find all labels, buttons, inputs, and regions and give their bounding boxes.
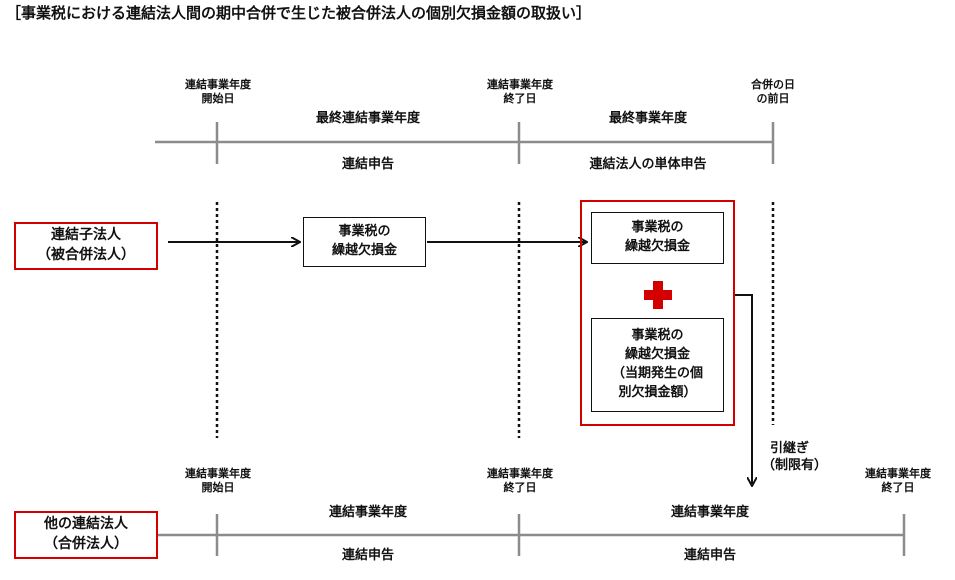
arrow-transfer	[735, 294, 752, 485]
bottom-period2-label: 連結事業年度	[670, 505, 749, 520]
final-carryover-line2: 繰越欠損金	[624, 239, 690, 254]
current-loss-line2: 繰越欠損金	[624, 347, 690, 363]
top-end-label-line2: 終了日	[503, 92, 537, 106]
current-loss-box: 事業税の 繰越欠損金 （当期発生の個 別欠損金額）	[591, 318, 724, 412]
bottom-end1-label-line1: 連結事業年度	[487, 467, 553, 480]
combined-loss-frame	[580, 200, 735, 426]
subsidiary-entity: 連結子法人 （被合併法人）	[14, 222, 158, 270]
other-entity-name: 他の連結法人	[44, 516, 128, 533]
bottom-period1-filing: 連結申告	[341, 548, 394, 563]
other-entity-role: （合併法人）	[44, 536, 128, 552]
top-end-label: 連結事業年度 終了日	[472, 78, 568, 107]
bottom-end1-label: 連結事業年度 終了日	[472, 467, 568, 496]
subsidiary-role: （被合併法人）	[37, 247, 135, 263]
plus-icon	[644, 281, 672, 309]
bottom-end2-label: 連結事業年度 終了日	[850, 467, 946, 496]
transfer-label-line2: （制限有）	[762, 457, 828, 473]
top-merger-label-line1: 合併の日	[751, 78, 795, 91]
top-start-label-line1: 連結事業年度	[185, 78, 251, 91]
transfer-label: 引継ぎ （制限有）	[762, 441, 842, 475]
carryover-box-line2: 繰越欠損金	[331, 243, 397, 258]
transfer-label-line1: 引継ぎ	[770, 441, 810, 456]
bottom-period1-label: 連結事業年度	[328, 505, 407, 520]
diagram-title: ［事業税における連結法人間の期中合併で生じた被合併法人の個別欠損金額の取扱い］	[6, 4, 592, 22]
bottom-end2-label-line1: 連結事業年度	[865, 467, 931, 480]
top-start-label: 連結事業年度 開始日	[170, 78, 266, 107]
current-loss-line3: （当期発生の個	[611, 366, 703, 381]
bottom-end2-label-line2: 終了日	[881, 481, 915, 495]
top-merger-label-line2: の前日	[756, 92, 790, 106]
bottom-end1-label-line2: 終了日	[503, 481, 537, 495]
carryover-box-line1: 事業税の	[338, 224, 391, 240]
top-period1-label: 最終連結事業年度	[315, 111, 420, 126]
bottom-start-label-line1: 連結事業年度	[185, 467, 251, 480]
other-entity: 他の連結法人 （合併法人）	[14, 511, 158, 559]
bottom-start-label: 連結事業年度 開始日	[170, 467, 266, 496]
top-merger-label: 合併の日 の前日	[730, 78, 816, 107]
current-loss-line4: 別欠損金額）	[618, 384, 697, 400]
top-end-label-line1: 連結事業年度	[487, 78, 553, 91]
current-loss-line1: 事業税の	[631, 328, 684, 344]
final-carryover-box: 事業税の 繰越欠損金	[591, 212, 724, 264]
top-period1-filing: 連結申告	[341, 157, 394, 172]
top-start-label-line2: 開始日	[201, 92, 235, 106]
top-period2-filing: 連結法人の単体申告	[589, 157, 707, 172]
top-period2-label: 最終事業年度	[608, 111, 687, 126]
subsidiary-name: 連結子法人	[51, 227, 121, 244]
bottom-start-label-line2: 開始日	[201, 481, 235, 495]
final-carryover-line1: 事業税の	[631, 220, 684, 236]
bottom-period2-filing: 連結申告	[683, 548, 736, 563]
carryover-box: 事業税の 繰越欠損金	[303, 217, 426, 267]
